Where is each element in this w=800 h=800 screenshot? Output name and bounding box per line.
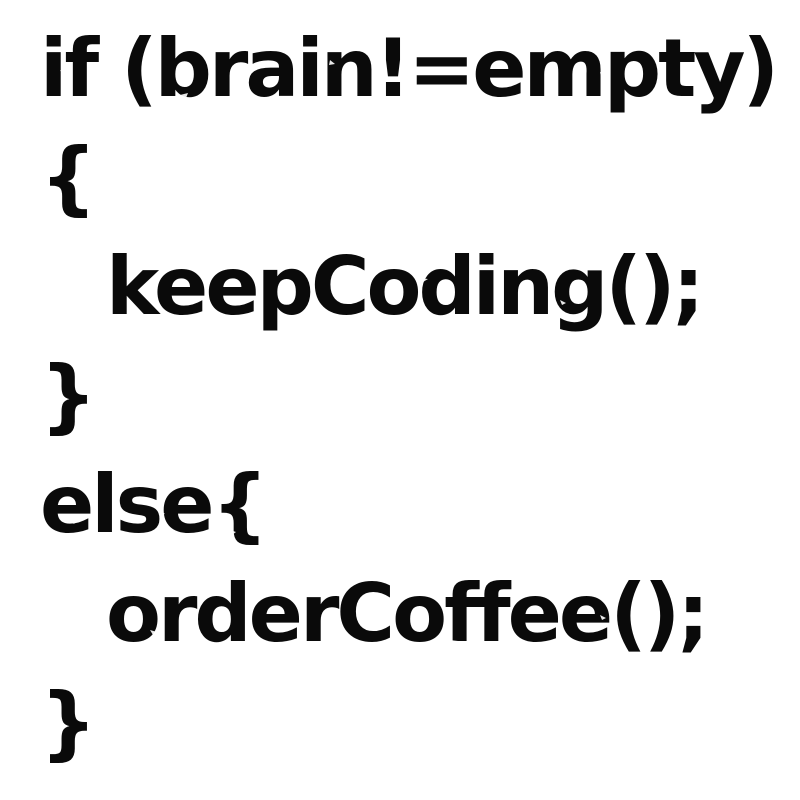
code-line-else: else{ — [40, 458, 269, 551]
code-line-close-brace: } — [40, 349, 97, 442]
code-snippet-text: if (brain!=empty) { keepCoding(); } else… — [40, 14, 800, 800]
code-line-if: if (brain!=empty) — [40, 22, 779, 115]
code-line-final-brace: } — [40, 676, 97, 769]
code-line-keep-coding: keepCoding(); — [106, 240, 705, 333]
code-line-order-coffee: orderCoffee(); — [106, 567, 709, 660]
code-line-open-brace: { — [40, 131, 97, 224]
